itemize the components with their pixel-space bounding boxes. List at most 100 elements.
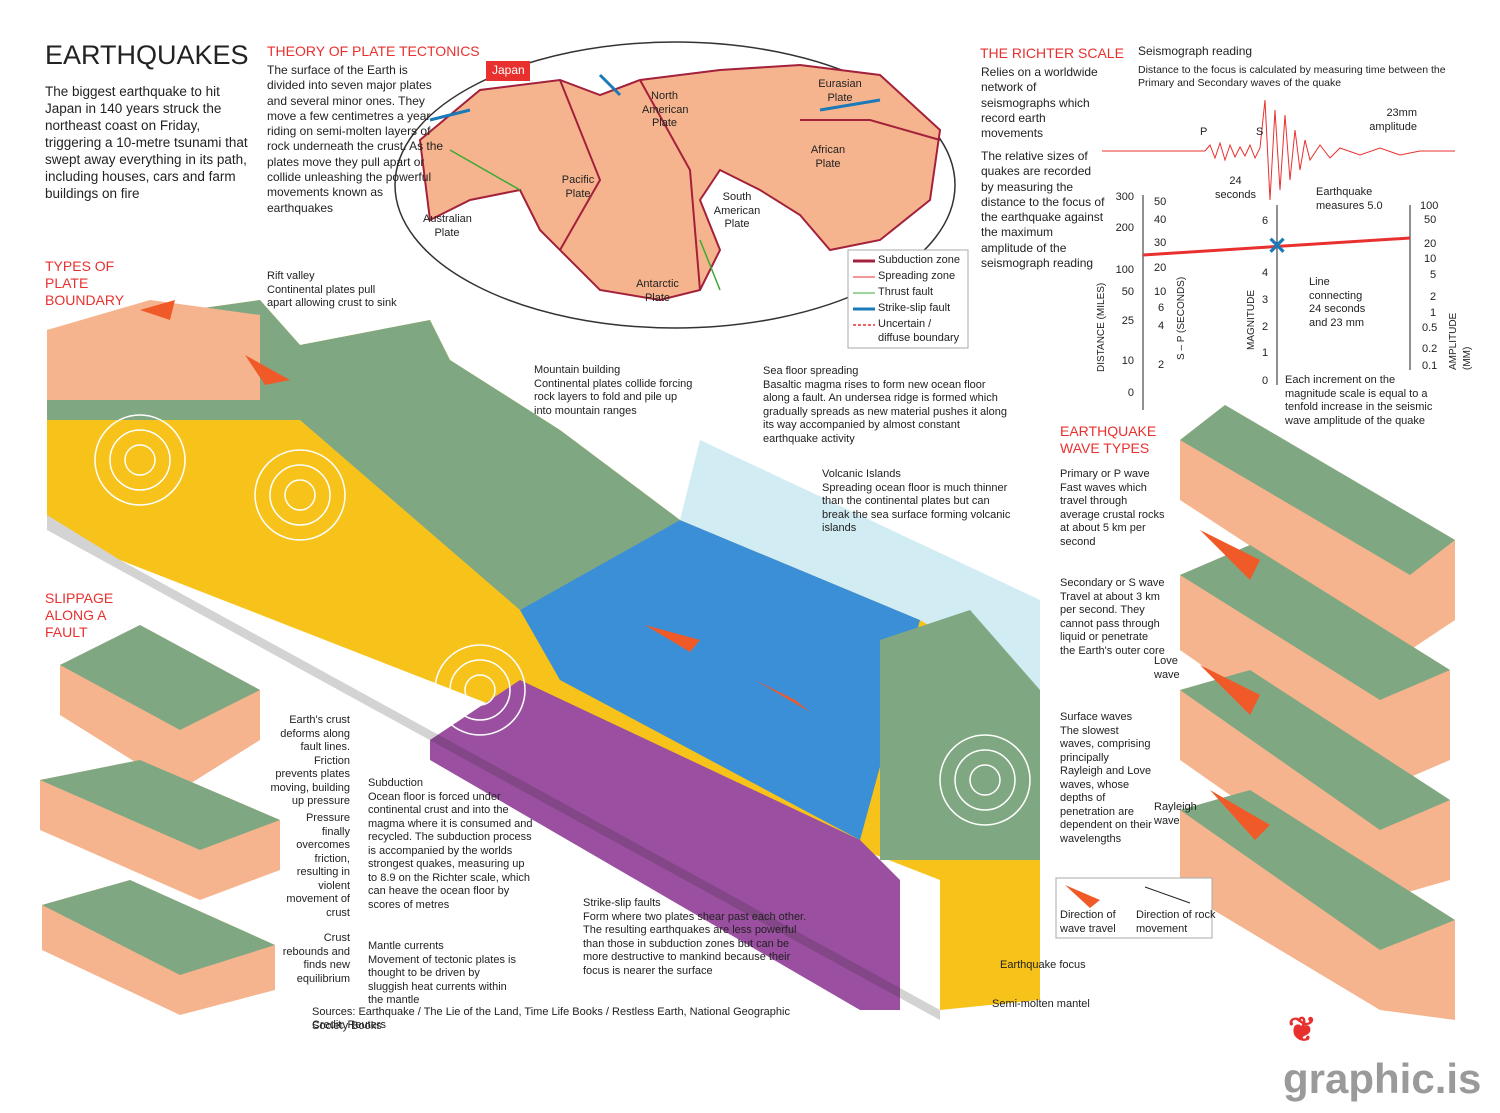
magnitude-tick: 4 [1262, 267, 1269, 279]
increment-note: Each increment on the magnitude scale is… [1285, 374, 1433, 427]
plate-label: North American Plate [642, 90, 689, 129]
amplitude-label: 23mm amplitude [1369, 107, 1417, 133]
legend-thrust: Thrust fault [878, 286, 934, 298]
surface-wave-text: Surface waves The slowest waves, compris… [1060, 711, 1152, 845]
amplitude-tick: 0.5 [1422, 322, 1438, 334]
amplitude-tick: 10 [1424, 253, 1437, 265]
rayleigh-wave-label: Rayleigh wave [1154, 801, 1197, 827]
nomogram-axes [1142, 195, 1411, 410]
amplitude-tick: 50 [1424, 214, 1437, 226]
sp-tick: 10 [1154, 286, 1167, 298]
slippage-step-2: Pressure finally overcomes friction, res… [286, 812, 350, 919]
wave-blocks [1180, 405, 1455, 1020]
amplitude-tick: 2 [1430, 291, 1437, 303]
secondary-wave-text: Secondary or S wave Travel at about 3 km… [1060, 577, 1165, 657]
legend-wave-travel: Direction of wave travel [1060, 909, 1116, 935]
earthquake-focus-label: Earthquake focus [1000, 959, 1086, 971]
plate-label: South American Plate [713, 191, 761, 230]
plate-tectonics-heading: THEORY OF PLATE TECTONICS [267, 43, 480, 59]
flame-icon: ❦ [1288, 1011, 1317, 1049]
semi-molten-mantel-label: Semi-molten mantel [992, 998, 1090, 1010]
strike-slip-text: Strike-slip faults Form where two plates… [583, 897, 807, 977]
distance-tick: 100 [1115, 264, 1134, 276]
plate-label: Australian Plate [423, 213, 472, 239]
credit: Credit: Reuters [312, 1019, 386, 1031]
sp-tick: 50 [1154, 196, 1167, 208]
sp-tick: 30 [1154, 237, 1167, 249]
mantle-currents-text: Mantle currents Movement of tectonic pla… [368, 940, 516, 1006]
mountain-building-text: Mountain building Continental plates col… [534, 364, 693, 417]
sp-tick: 20 [1154, 262, 1167, 274]
magnitude-tick: 1 [1262, 347, 1269, 359]
p-wave-marker: P [1200, 126, 1208, 138]
plate-label: Antarctic Plate [636, 278, 679, 304]
primary-wave-text: Primary or P wave Fast waves which trave… [1060, 468, 1165, 548]
connecting-line [1142, 236, 1411, 257]
richter-text-2: The relative sizes of quakes are recorde… [981, 149, 1105, 271]
plate-label: Eurasian Plate [818, 78, 862, 104]
sources: Sources: Earthquake / The Lie of the Lan… [312, 1006, 790, 1032]
magnitude-tick: 0 [1262, 375, 1269, 387]
rift-valley-text: Rift valley Continental plates pull apar… [267, 270, 397, 309]
legend-subduction: Subduction zone [878, 254, 960, 266]
plate-label: African Plate [810, 144, 846, 170]
distance-tick: 300 [1115, 191, 1134, 203]
plate-label: Pacific Plate [561, 174, 595, 200]
japan-label: Japan [492, 63, 525, 77]
legend-spreading: Spreading zone [878, 270, 956, 282]
amplitude-tick: 0.1 [1422, 360, 1438, 372]
legend-uncertain: Uncertain / diffuse boundary [878, 318, 960, 344]
slippage-step-3: Crust rebounds and finds new equilibrium [282, 932, 350, 985]
s-wave-marker: S [1256, 126, 1264, 138]
plate-tectonics-text: The surface of the Earth is divided into… [267, 63, 444, 215]
intro-text: The biggest earthquake to hit Japan in 1… [45, 84, 248, 201]
magnitude-axis-label: MAGNITUDE [1246, 290, 1257, 350]
distance-tick: 25 [1121, 315, 1134, 327]
graphic-is-logo: ❦graphic.is [1283, 1011, 1482, 1102]
sp-tick: 2 [1158, 359, 1165, 371]
seconds-label: 24 seconds [1215, 175, 1256, 201]
sp-axis-label: S – P (SECONDS) [1176, 276, 1187, 360]
slippage-heading: SLIPPAGE ALONG A FAULT [45, 590, 114, 640]
legend-rock-movement: Direction of rock movement [1136, 909, 1216, 935]
sp-tick: 40 [1154, 214, 1167, 226]
wave-legend-box [1055, 877, 1213, 939]
seismograph-heading: Seismograph reading [1138, 44, 1253, 58]
map-legend-box [847, 249, 969, 349]
wave-types-heading: EARTHQUAKE WAVE TYPES [1060, 423, 1157, 456]
japan-callout [486, 61, 530, 81]
page-title: EARTHQUAKES [45, 40, 249, 70]
amplitude-tick: 0.2 [1422, 343, 1438, 355]
sea-floor-text: Sea floor spreading Basaltic magma rises… [763, 365, 1007, 445]
seismograph-trace [1102, 99, 1455, 201]
magnitude-tick: 2 [1262, 321, 1269, 333]
sp-tick: 4 [1158, 320, 1165, 332]
magnitude-tick: 3 [1262, 294, 1269, 306]
love-wave-label: Love wave [1154, 655, 1180, 681]
slippage-step-1: Earth's crust deforms along fault lines.… [270, 714, 351, 807]
amplitude-tick: 100 [1420, 200, 1439, 212]
slippage-blocks [40, 625, 280, 1015]
distance-tick: 0 [1127, 387, 1134, 399]
richter-text-1: Relies on a worldwide network of seismog… [981, 65, 1098, 141]
line-note: Line connecting 24 seconds and 23 mm [1309, 276, 1366, 329]
amplitude-tick: 1 [1430, 307, 1437, 319]
distance-tick: 50 [1121, 286, 1134, 298]
amplitude-axis-label: AMPLITUDE (MM) [1448, 312, 1473, 370]
boundary-heading: TYPES OF PLATE BOUNDARY [45, 258, 125, 308]
distance-tick: 10 [1121, 355, 1134, 367]
plate-boundary-diagram [47, 300, 1040, 1020]
magnitude-marker-x: ✕ [1267, 233, 1287, 260]
distance-tick: 200 [1115, 222, 1134, 234]
amplitude-tick: 5 [1430, 269, 1437, 281]
legend-strike-slip: Strike-slip fault [878, 302, 951, 314]
amplitude-tick: 20 [1424, 238, 1437, 250]
volcanic-islands-text: Volcanic Islands Spreading ocean floor i… [822, 468, 1011, 534]
magnitude-tick: 6 [1262, 215, 1269, 227]
richter-heading: THE RICHTER SCALE [980, 45, 1124, 61]
distance-axis-label: DISTANCE (MILES) [1096, 282, 1107, 372]
seismograph-text: Distance to the focus is calculated by m… [1138, 64, 1446, 89]
earthquake-focus-rings [94, 414, 1031, 826]
